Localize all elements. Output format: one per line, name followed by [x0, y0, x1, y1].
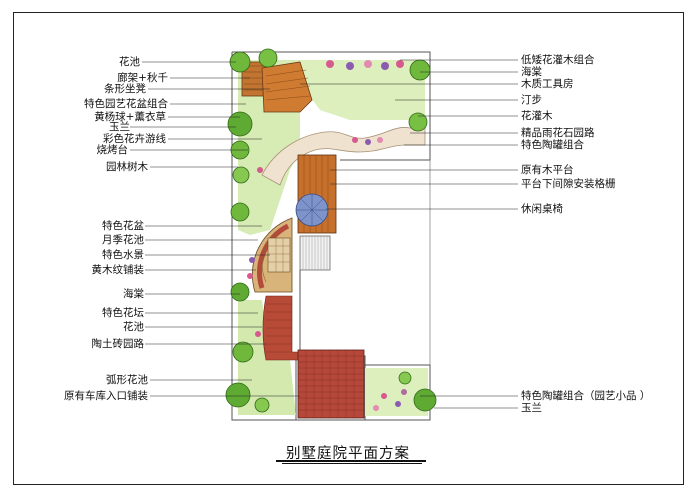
- lawn-areas: [238, 60, 428, 416]
- label-feature-pot: 特色花盆: [102, 220, 144, 232]
- label-crabapple-left: 海棠: [123, 288, 144, 300]
- garage-paving: [297, 349, 365, 419]
- label-crabapple-right: 海棠: [521, 66, 542, 78]
- label-magnolia-right: 玉兰: [521, 402, 542, 414]
- plot-outline: [231, 51, 431, 421]
- label-pot-group: 特色园艺花盆组合: [84, 98, 168, 110]
- label-arc-flower-bed: 弧形花池: [106, 374, 148, 386]
- label-tool-shed: 木质工具房: [521, 78, 574, 90]
- label-boxwood-lavender: 黄杨球+薰衣草: [94, 111, 166, 123]
- label-flower-bed-mid: 花池: [123, 321, 144, 333]
- label-bbq: 烧烤台: [96, 144, 129, 156]
- label-flower-bed-top: 花池: [119, 56, 140, 68]
- label-bench: 条形坐凳: [104, 83, 146, 95]
- drawing-frame: [13, 12, 684, 485]
- label-wood-platform: 原有木平台: [521, 164, 574, 176]
- label-yellow-wood-paving: 黄木纹铺装: [91, 264, 145, 276]
- trees: [225, 48, 437, 413]
- label-garage-paving: 原有车库入口铺装: [64, 390, 148, 402]
- label-feature-flowerbed: 特色花坛: [102, 307, 144, 319]
- round-terrace: [251, 217, 293, 293]
- label-leisure-table: 休闲桌椅: [521, 203, 563, 215]
- label-pottery-group: 特色陶罐组合: [521, 139, 584, 151]
- platform-grille: [299, 235, 331, 271]
- label-magnolia-left: 玉兰: [109, 121, 130, 133]
- brick-path: [262, 295, 301, 361]
- label-platform-grille: 平台下间隙安装格栅: [521, 178, 616, 190]
- flower-beds: [247, 60, 407, 411]
- label-garden-trees: 园林树木: [106, 161, 148, 173]
- label-pebble-path: 精品雨花石园路: [521, 127, 595, 139]
- label-flowering-shrubs: 花灌木: [521, 110, 553, 122]
- plan-title: 别墅庭院平面方案: [286, 446, 410, 462]
- label-pergola-swing: 廊架+秋千: [117, 72, 168, 84]
- label-low-shrubs: 低矮花灌木组合: [521, 54, 595, 66]
- label-color-flower-trail: 彩色花卉游线: [103, 133, 166, 145]
- title-underline: [276, 460, 426, 462]
- leisure-table: [295, 193, 329, 227]
- label-stepping-stones: 汀步: [521, 94, 542, 106]
- title-underline-thin: [282, 463, 422, 464]
- tool-shed: [261, 61, 313, 113]
- label-terracotta-path: 陶土砖园路: [91, 338, 145, 350]
- label-rose-bed: 月季花池: [102, 234, 144, 246]
- label-water-feature: 特色水景: [102, 249, 144, 261]
- label-pottery-garden-art: 特色陶罐组合（园艺小品 ）: [521, 390, 651, 402]
- leader-lines: [130, 59, 518, 409]
